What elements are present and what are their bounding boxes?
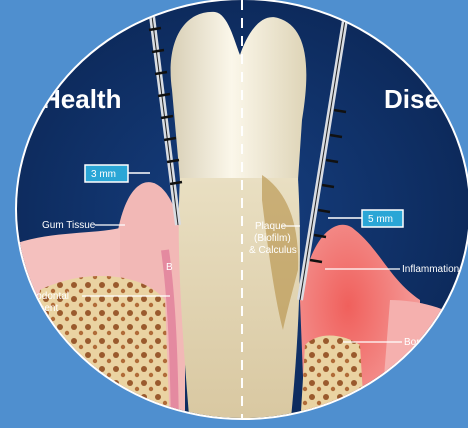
title-health: Health bbox=[42, 84, 121, 114]
diseased-bone bbox=[300, 336, 365, 428]
measure-right-label: 5 mm bbox=[368, 214, 393, 225]
measure-left-label: 3 mm bbox=[91, 169, 116, 180]
diseased-gum-outer bbox=[380, 300, 468, 428]
label-plaque-2: (Biofilm) bbox=[254, 233, 291, 244]
label-periodontal-2: ment bbox=[36, 303, 58, 314]
label-inflammation: Inflammation bbox=[402, 264, 459, 275]
label-plaque-3: & Calculus bbox=[249, 245, 297, 256]
label-plaque-1: Plaque bbox=[255, 221, 287, 232]
label-bone-left-partial: B bbox=[166, 262, 173, 273]
label-gum-tissue: Gum Tissue bbox=[42, 220, 96, 231]
